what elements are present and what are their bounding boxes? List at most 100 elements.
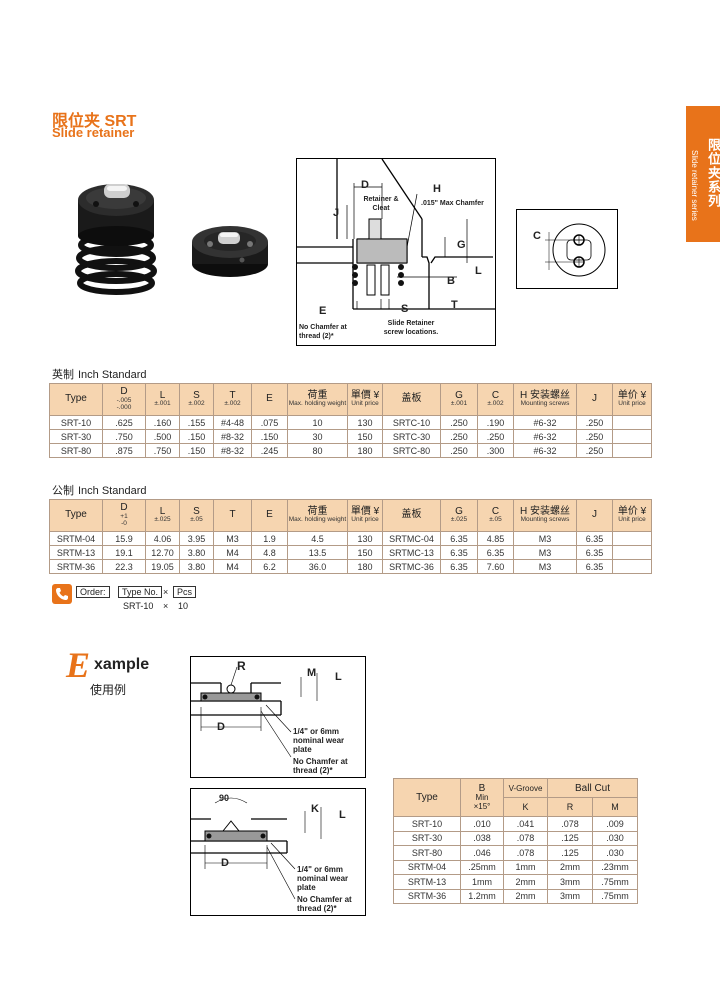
retainer-cleat-label: Retainer & Cleat [363,196,399,212]
table-cell: .300 [477,443,514,458]
metric-header-main: L [159,505,166,517]
example-heading: xample [94,656,150,673]
metric-header-main: H 安装螺丝 [520,505,570,517]
inch-header-sub: ±.002 [188,400,205,408]
table-cell: 10 [287,415,348,430]
metric-header-main: 單價 ¥ [350,505,380,517]
table-cell: SRT-80 [49,443,103,458]
table-cell [612,531,652,546]
inch-header-cell: S±.002 [179,383,214,416]
dim-g-label: G [457,239,466,251]
table-cell: 2mm [503,874,548,890]
metric-header-cell: Type [49,499,103,532]
table-cell: 13.5 [287,545,348,560]
inch-header-cell: E [251,383,288,416]
table-cell: 1.2mm [460,888,504,904]
table-cell: .250 [440,429,478,444]
table-cell: #8-32 [213,429,252,444]
table-cell: .125 [547,830,593,846]
table-cell: .250 [576,429,613,444]
table-cell: .078 [547,816,593,832]
inch-header-main: S [193,389,200,401]
chamfer-label: .015" Max Chamfer [421,200,484,207]
example-drawing-ball-cut: R M L D 1/4" or 6mm nominal wear plate N… [190,656,366,778]
table-cell [612,443,652,458]
metric-header-main: D [120,502,128,514]
table-cell: M3 [213,531,252,546]
inch-header-main: J [592,393,597,405]
dim-l-label: L [475,265,482,277]
ball-cut-table: Type B Min ×15° V-Groove Ball Cut K R M … [393,778,638,904]
metric-header-main: 荷重 [307,505,328,517]
table-cell: 2mm [503,888,548,904]
table-cell: M3 [513,531,577,546]
order-type-label: Type No. [118,586,163,598]
ball-header-vgroove: V-Groove [503,778,548,798]
inch-header-main: L [159,389,166,401]
table-cell [612,415,652,430]
dim-k-label: K [311,803,319,815]
metric-header-main: Type [65,509,87,521]
table-cell: .23mm [592,859,638,875]
metric-header-cell: L±.025 [145,499,180,532]
table-cell: 4.85 [477,531,514,546]
table-cell: .150 [179,443,214,458]
ball-header-ballcut: Ball Cut [547,778,638,798]
metric-header-main: G [455,505,463,517]
ball-header-b-main: B [478,783,486,795]
metric-header-sub: Unit price [351,516,379,524]
screw-locations-label: Slide Retainer screw locations. [383,320,439,336]
table-cell: .046 [460,845,504,861]
table-cell: SRT-30 [49,429,103,444]
dim-m-label: M [307,667,317,679]
table-cell: SRTM-13 [393,874,461,890]
dim-c-label: C [533,230,541,242]
table-row: SRT-80.046.078.125.030 [393,845,638,861]
table-cell: .155 [179,415,214,430]
table-cell: 3.95 [179,531,214,546]
metric-header-cell: G±.025 [440,499,478,532]
ball-header-type: Type [393,778,461,817]
table-cell: .075 [251,415,288,430]
table-cell: 6.35 [440,545,478,560]
table-cell [612,545,652,560]
ball-header-b-angle: ×15° [473,802,491,811]
page-title-cn: 限位夹 SRT [52,113,137,130]
table-cell: .125 [547,845,593,861]
table-cell: 180 [347,559,383,574]
table-cell: 6.35 [576,531,613,546]
inch-header-cell: C±.002 [477,383,514,416]
metric-header-cell: 盖板 [382,499,441,532]
table-cell: .160 [145,415,180,430]
inch-header-main: T [229,389,236,401]
order-pcs-label: Pcs [173,586,197,598]
table-cell: .250 [576,415,613,430]
table-cell: 150 [347,545,383,560]
ball-header-row-2: K R M [394,797,638,817]
table-cell: .625 [102,415,146,430]
ball-header-k: K [503,797,548,817]
table-cell: .250 [477,429,514,444]
table-cell: 80 [287,443,348,458]
table-cell: 4.5 [287,531,348,546]
table-cell: 6.35 [440,531,478,546]
table-cell: SRT-10 [393,816,461,832]
inch-header-cell: 單價 ¥Unit price [347,383,383,416]
inch-header-sub: -.005 -.000 [116,396,132,411]
ball-header-b-min: Min [475,793,489,803]
inch-header-main: D [120,386,128,398]
table-cell: 6.35 [440,559,478,574]
inch-header-cell: 单价 ¥Unit price [612,383,652,416]
table-cell: SRTMC-36 [382,559,441,574]
no-chamfer-label-1: No Chamfer at thread (2)* [293,757,348,775]
table-cell: .078 [503,845,548,861]
table-cell: SRTMC-04 [382,531,441,546]
inch-header-sub: Max. holding weight [288,400,347,408]
example-drawing-1-lines [191,666,318,758]
